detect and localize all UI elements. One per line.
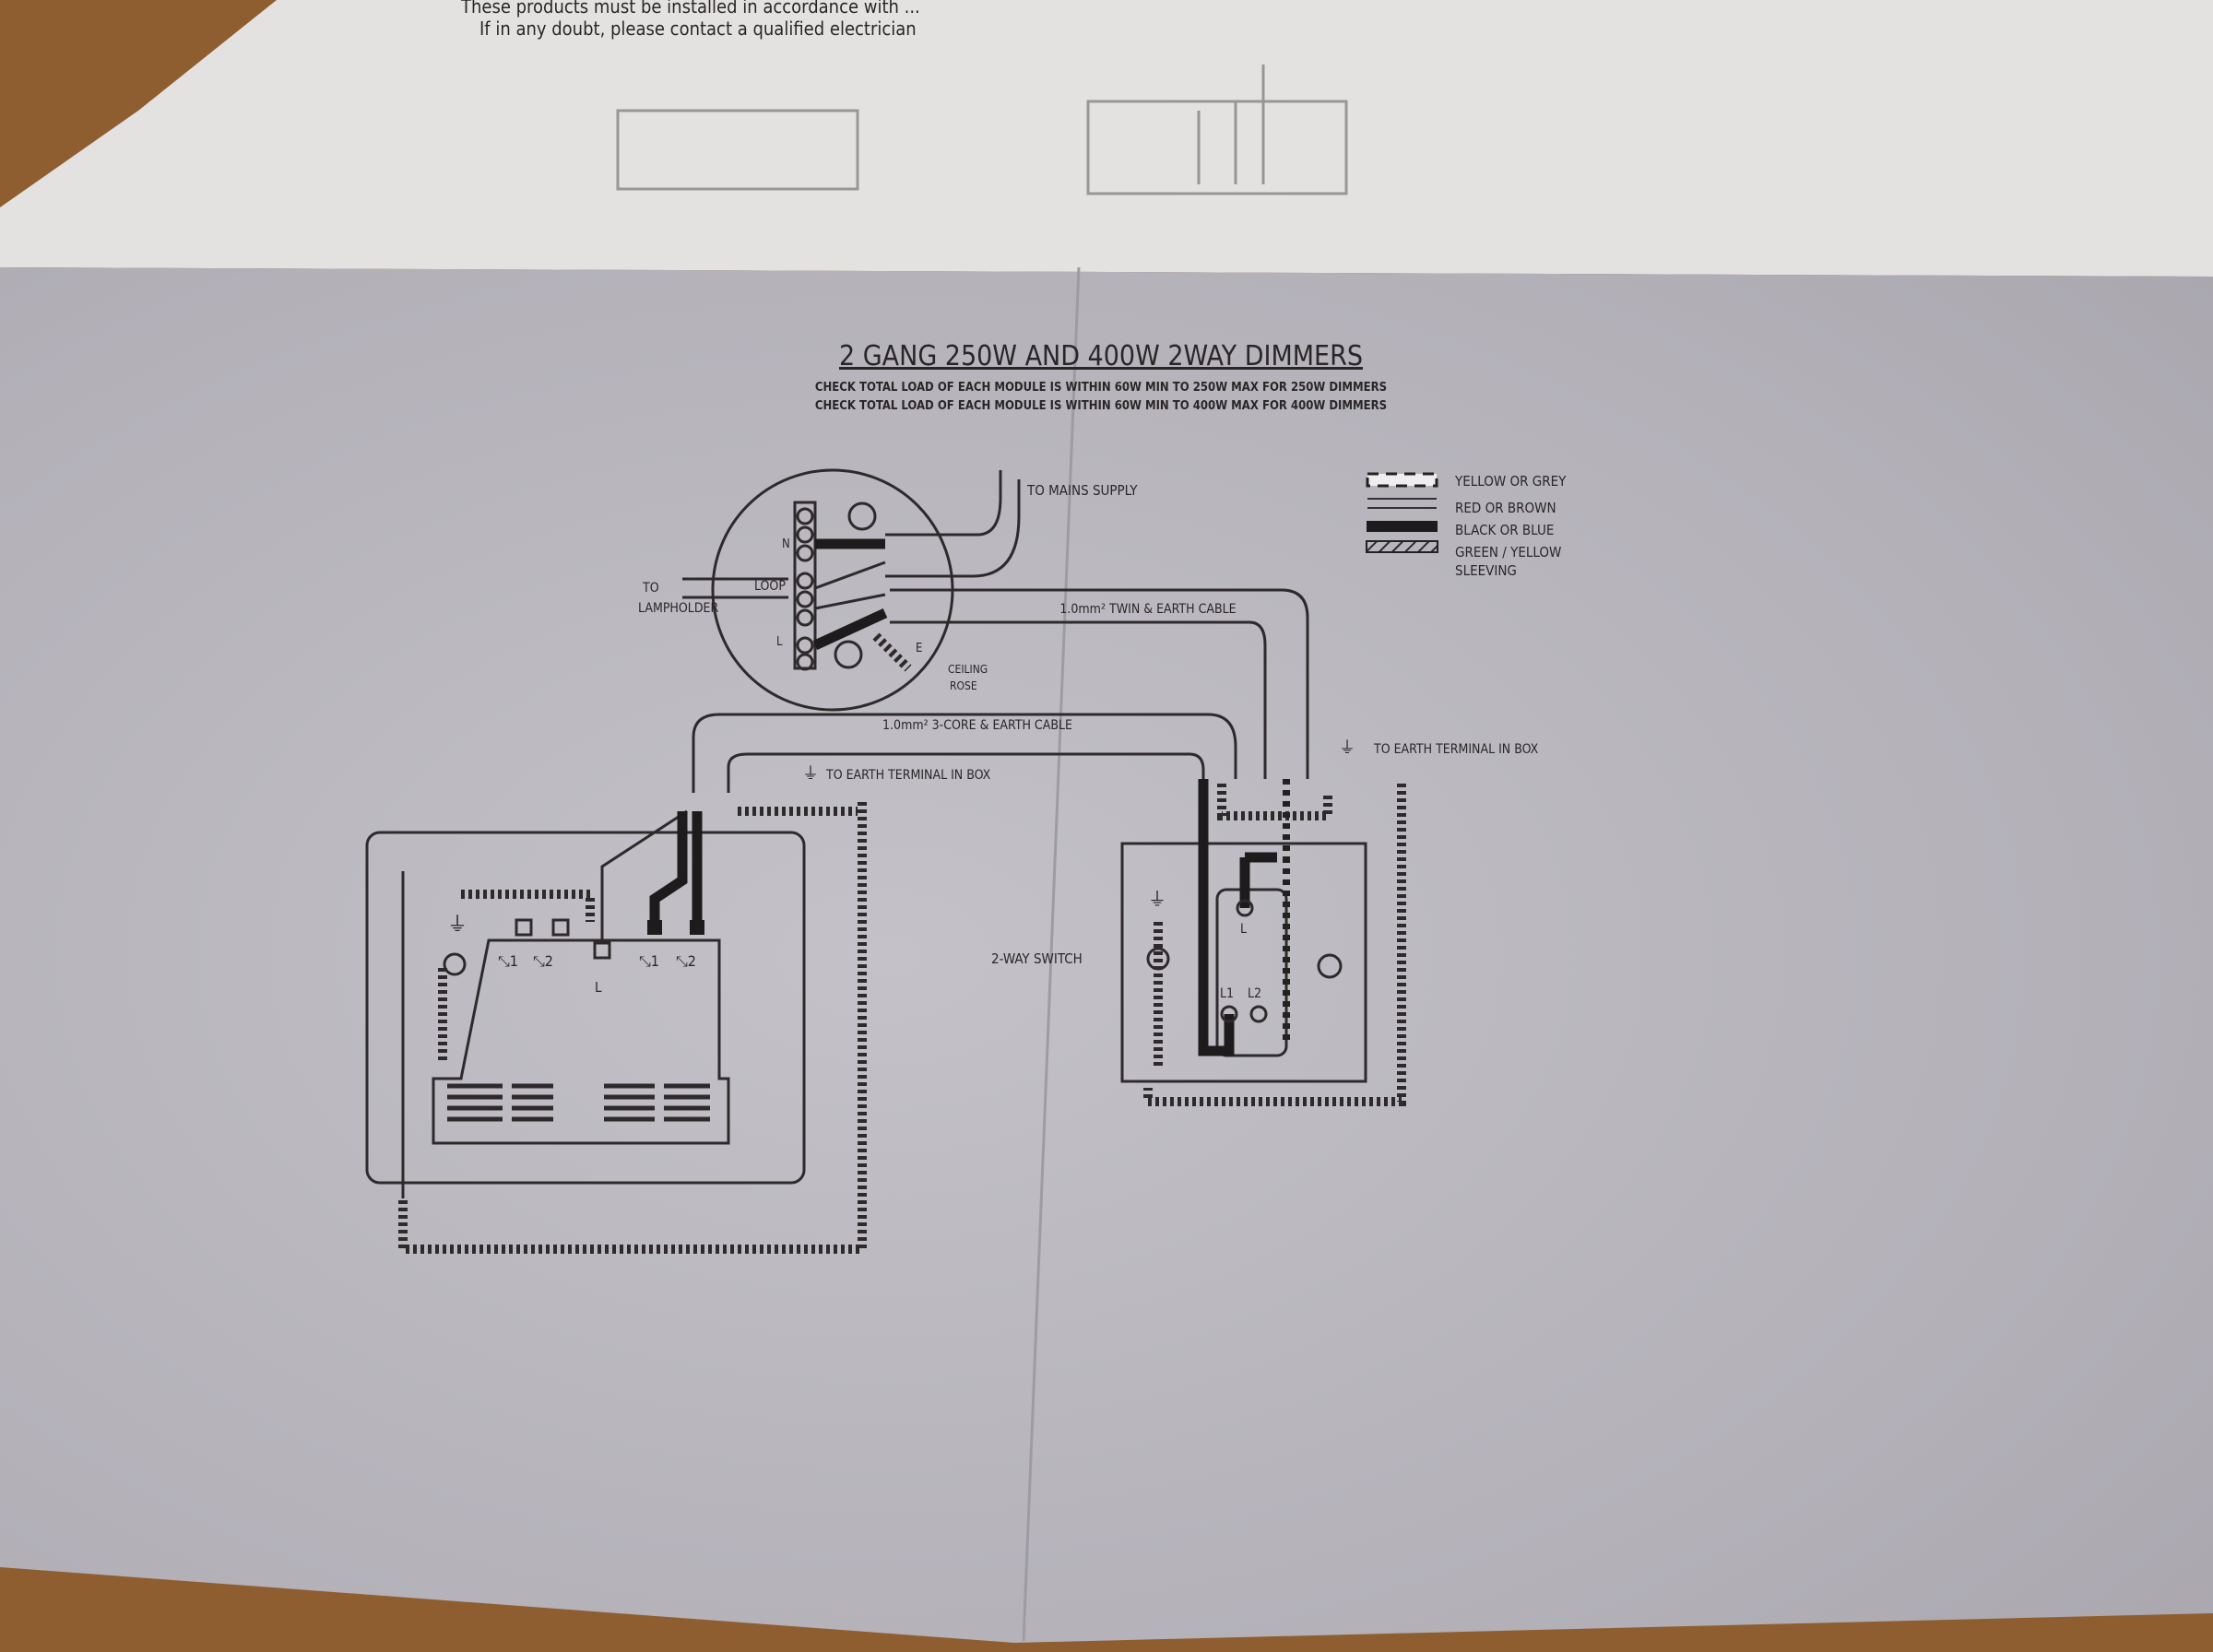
dimmer-terminal-label: ⤡1 [639, 952, 659, 970]
dimmer-terminal-label: ⤡2 [533, 952, 553, 970]
twin-cable-label: 1.0mm² TWIN & EARTH CABLE [1059, 602, 1236, 617]
diagram-sheet [0, 267, 2213, 1643]
switch-l1-label: L1 [1220, 986, 1234, 1001]
top-note-line: If in any doubt, please contact a qualif… [479, 18, 917, 40]
subtitle-line: CHECK TOTAL LOAD OF EACH MODULE IS WITHI… [815, 381, 1387, 395]
fold-crease [1022, 266, 1081, 1642]
ceiling-rose-label: CEILING [948, 663, 988, 676]
earth-symbol-icon: ⏚ [1148, 888, 1166, 910]
terminal-loop-label: LOOP [754, 579, 786, 594]
three-core-cable-label: 1.0mm² 3-CORE & EARTH CABLE [882, 718, 1072, 733]
earth-symbol-icon: ⏚ [1339, 738, 1355, 758]
to-mains-label: TO MAINS SUPPLY [1026, 482, 1138, 499]
earth-symbol-icon: ⏚ [802, 764, 819, 784]
two-way-switch-label: 2-WAY SWITCH [991, 950, 1083, 967]
top-note-line: These products must be installed in acco… [460, 0, 920, 18]
legend: YELLOW OR GREY RED OR BROWN BLACK OR BLU… [1366, 472, 1567, 579]
two-way-switch: ⏚ L L1 L2 2-WAY SWITCH [991, 779, 1406, 1106]
two-gang-dimmer: ⏚ ⤡1 ⤡2 ⤡1 ⤡2 L [365, 802, 867, 1254]
subtitle-line: CHECK TOTAL LOAD OF EACH MODULE IS WITHI… [815, 399, 1387, 413]
to-lampholder-label: LAMPHOLDER [638, 601, 718, 616]
dimmer-terminal-label: ⤡2 [676, 952, 696, 970]
switch-l2-label: L2 [1248, 986, 1261, 1001]
ceiling-rose-label: ROSE [950, 679, 977, 692]
legend-label: RED OR BROWN [1455, 500, 1556, 516]
legend-label: GREEN / YELLOW [1455, 544, 1561, 560]
top-sheet [0, 0, 2213, 277]
switch-common-label: L [1240, 922, 1247, 937]
terminal-l-label: L [776, 635, 783, 649]
diagram-title: 2 GANG 250W AND 400W 2WAY DIMMERS [839, 340, 1363, 372]
legend-label: SLEEVING [1455, 562, 1517, 579]
dimmer-terminal-l-label: L [595, 979, 602, 996]
terminal-n-label: N [782, 537, 790, 551]
to-lampholder-label: TO [642, 581, 659, 596]
earth-note: TO EARTH TERMINAL IN BOX [825, 768, 991, 783]
earth-symbol-icon: ⏚ [447, 914, 467, 937]
three-core-cable: 1.0mm² 3-CORE & EARTH CABLE [692, 713, 1237, 793]
twin-earth-cable: 1.0mm² TWIN & EARTH CABLE [890, 588, 1309, 779]
dimmer-terminal-label: ⤡1 [498, 952, 518, 970]
legend-label: YELLOW OR GREY [1454, 473, 1567, 490]
earth-note: TO EARTH TERMINAL IN BOX [1373, 742, 1539, 757]
ceiling-rose: TO MAINS SUPPLY TO LAMPHOLDER N LOOP L E… [638, 468, 1138, 712]
legend-label: BLACK OR BLUE [1455, 522, 1554, 538]
top-sheet-faded-drawing [616, 65, 1348, 195]
terminal-e-label: E [916, 642, 922, 655]
